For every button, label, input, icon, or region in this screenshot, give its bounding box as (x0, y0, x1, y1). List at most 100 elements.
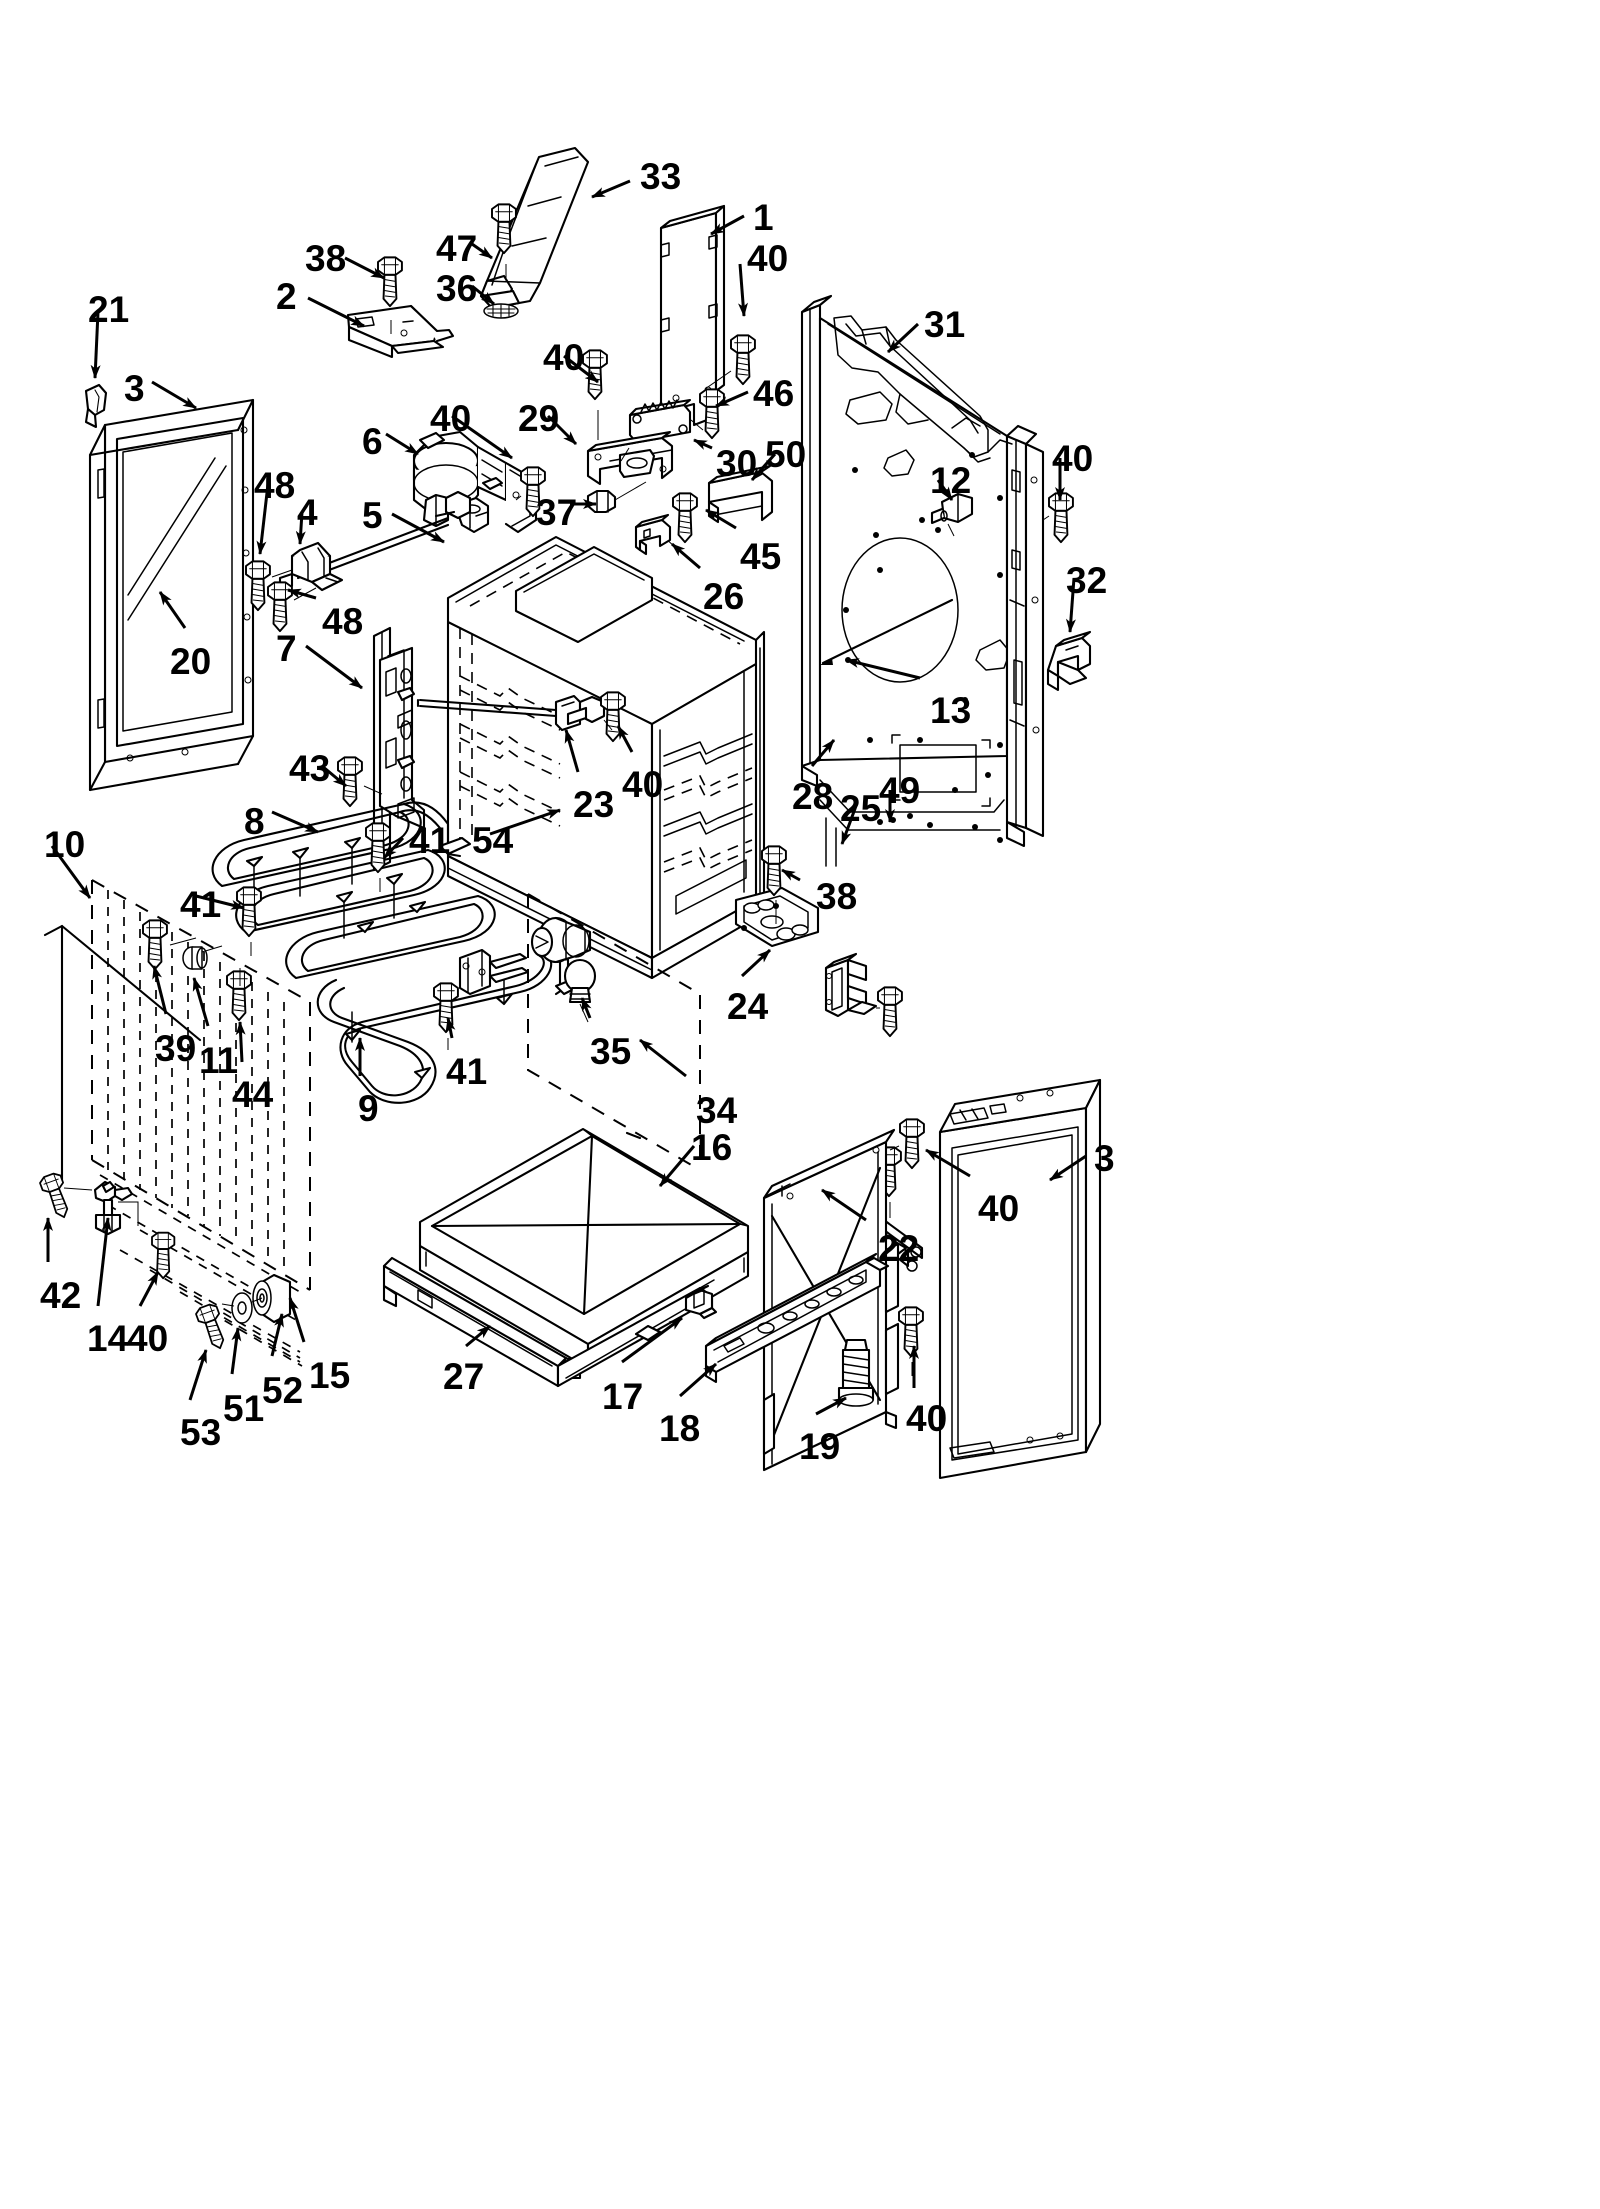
part-lamp-bulb-35 (563, 958, 597, 1004)
screw-40-bottomright (898, 1306, 924, 1358)
callout-40-screw: 40 (906, 1398, 948, 1439)
screw-45 (672, 492, 698, 544)
part-wire-clip-26 (634, 513, 672, 556)
callout-22-side-panel: 22 (878, 1228, 920, 1269)
callout-1-side-trim-panel: 1 (753, 197, 774, 238)
part-rear-panel-31 (800, 294, 1045, 867)
screw-40-lowerleft (151, 1231, 176, 1280)
part-lamp-assembly-34 (527, 893, 701, 1171)
part-hinge-receptacle-28 (824, 952, 878, 1018)
callout-40-screw: 40 (747, 238, 789, 279)
callout-3-oven-door: 3 (124, 368, 145, 409)
screw-44 (226, 970, 252, 1022)
callout-24-leg-mounting-plate: 24 (727, 986, 769, 1027)
part-terminal-connector-4 (278, 541, 344, 592)
part-oven-door-right (938, 1078, 1102, 1480)
callout-21-door-clip: 21 (88, 289, 130, 330)
part-washer-51 (231, 1292, 253, 1324)
part-door-clip-21 (84, 383, 108, 429)
callout-36-handle-end-cap: 36 (436, 268, 478, 309)
callout-51-washer: 51 (223, 1388, 265, 1429)
screw-39 (142, 919, 168, 971)
callout-15-insulation-panel: 15 (309, 1355, 351, 1396)
callout-5-wire-harness: 5 (362, 495, 383, 536)
part-bracket-29 (586, 430, 674, 486)
callout-41-screw: 41 (446, 1051, 488, 1092)
callout-34-lamp-assembly: 34 (696, 1090, 738, 1131)
part-terminal-block-30 (628, 398, 692, 444)
callout-19-leveling-leg: 19 (799, 1426, 841, 1467)
part-door-handle-33 (479, 146, 590, 310)
callout-40-screw: 40 (1052, 438, 1094, 479)
callout-30-terminal-block: 30 (716, 443, 758, 484)
callout-2-handle-bracket: 2 (276, 276, 297, 317)
callout-11-spacer-bushing: 11 (199, 1040, 239, 1081)
callout-48-screw: 48 (322, 601, 364, 642)
callout-48-screw: 48 (254, 465, 296, 506)
callout-41-screw: 41 (409, 820, 451, 861)
callout-40-screw: 40 (430, 398, 472, 439)
callout-41-screw: 41 (180, 884, 222, 925)
callout-23-oven-sensor: 23 (573, 784, 615, 825)
part-roller-52 (252, 1273, 292, 1324)
callout-35-oven-lamp-bulb: 35 (590, 1031, 632, 1072)
part-cavity-bracket-7 (378, 646, 426, 830)
callout-53-screw: 53 (180, 1412, 222, 1453)
callout-4-terminal-connector: 4 (297, 492, 318, 533)
part-oven-sensor-23 (416, 694, 606, 732)
part-drawer-rail-27 (382, 1256, 715, 1388)
callout-38-screw: 38 (305, 238, 347, 279)
screw-40-rear-panel (1048, 492, 1074, 544)
callout-17-drawer-clip: 17 (602, 1376, 644, 1417)
callout-40-screw: 40 (622, 764, 664, 805)
callout-14-anti-tip-bracket: 14 (87, 1318, 129, 1359)
screw-49-a (877, 986, 903, 1038)
callout-9-bake-element: 9 (358, 1088, 379, 1129)
screw-40-sidepanel (899, 1118, 925, 1170)
callout-32-corner-clip: 32 (1066, 560, 1108, 601)
callout-39-screw: 39 (155, 1028, 197, 1069)
callout-26-wire-clip: 26 (703, 576, 745, 617)
callout-38-screw: 38 (816, 876, 858, 917)
callout-6-blower-motor-assembly: 6 (362, 421, 383, 462)
callout-3-oven-door: 3 (1094, 1138, 1115, 1179)
callout-10-insulation-wrap: 10 (44, 824, 86, 865)
callout-47-screw: 47 (436, 228, 478, 269)
callout-40-screw: 40 (127, 1318, 169, 1359)
callout-52-roller: 52 (262, 1370, 304, 1411)
callout-8-broil-element: 8 (244, 801, 265, 842)
screw-38-top (377, 256, 403, 308)
part-handle-bracket-2 (346, 304, 455, 359)
callout-54-wire-retainer: 54 (472, 820, 514, 861)
callout-40-screw: 40 (543, 337, 585, 378)
part-spacer-bushing-11 (182, 946, 208, 970)
part-drawer-clip-17 (684, 1284, 718, 1320)
callout-25-brace-rod: 25 (840, 788, 882, 829)
callout-20-door-glass: 20 (170, 641, 212, 682)
callout-43-screw: 43 (289, 748, 331, 789)
callout-12-strain-relief-bushing: 12 (930, 460, 972, 501)
callout-40-screw: 40 (978, 1188, 1020, 1229)
callout-18-drawer-glide: 18 (659, 1408, 701, 1449)
part-drawer-glide-18 (704, 1252, 890, 1384)
part-strain-relief-bushing-12 (930, 492, 974, 525)
callout-7-oven-cavity-liner-bracket: 7 (276, 628, 297, 669)
callout-49-screw: 49 (879, 770, 921, 811)
part-corner-clip-32 (1046, 630, 1092, 692)
callout-13-ground-wire: 13 (930, 690, 972, 731)
callout-27-drawer-slide-rail: 27 (443, 1356, 485, 1397)
screw-40-part1 (730, 334, 756, 386)
leader-lines (43, 179, 1087, 1416)
screw-42 (37, 1170, 76, 1222)
part-leg-mounting-plate-24 (734, 886, 820, 948)
callout-33-oven-door-handle: 33 (640, 156, 682, 197)
part-leveling-leg-19 (837, 1338, 875, 1407)
part-oven-door-left (88, 398, 255, 792)
callout-50-channel-bracket: 50 (765, 434, 807, 475)
callout-45-screw: 45 (740, 536, 782, 577)
callout-46-screw: 46 (753, 373, 795, 414)
callout-44-screw: 44 (232, 1074, 274, 1115)
callout-16-bottom-panel: 16 (691, 1127, 733, 1168)
